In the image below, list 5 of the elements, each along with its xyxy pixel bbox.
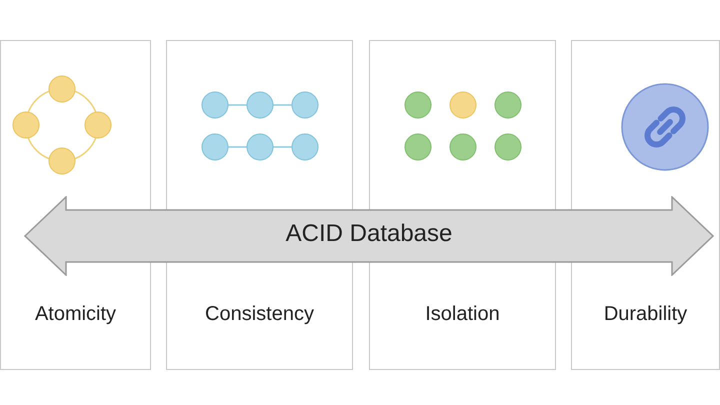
card-title: Isolation [424, 303, 501, 326]
arrow-label: ACID Database [284, 220, 454, 248]
card-title: Durability [602, 303, 688, 326]
card-title: Atomicity [34, 303, 118, 326]
card-title: Consistency [204, 303, 315, 326]
